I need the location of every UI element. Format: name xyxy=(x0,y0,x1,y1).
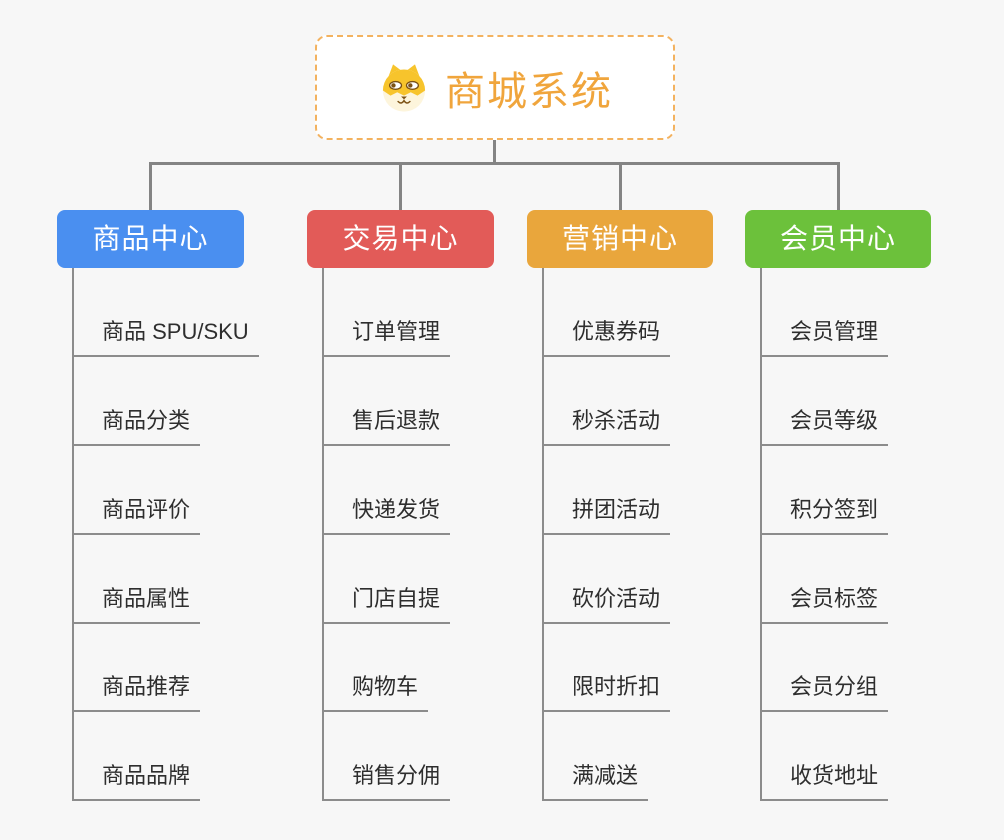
branch-drop-connector xyxy=(836,162,840,210)
leaf-node[interactable]: 商品品牌 xyxy=(72,761,201,801)
leaf-node[interactable]: 商品属性 xyxy=(72,584,201,624)
leaf-node[interactable]: 销售分佣 xyxy=(322,761,451,801)
branch-node[interactable]: 商品中心 xyxy=(57,210,244,268)
root-stem-connector xyxy=(493,140,496,164)
main-horizontal-connector xyxy=(149,162,840,165)
leaf-node[interactable]: 商品分类 xyxy=(72,406,201,446)
leaf-node[interactable]: 会员标签 xyxy=(760,584,889,624)
leaf-node[interactable]: 会员等级 xyxy=(760,406,889,446)
leaf-node[interactable]: 购物车 xyxy=(322,672,429,712)
branch-node[interactable]: 交易中心 xyxy=(307,210,494,268)
leaf-node[interactable]: 商品推荐 xyxy=(72,672,201,712)
leaf-node[interactable]: 收货地址 xyxy=(760,761,889,801)
leaf-node[interactable]: 会员分组 xyxy=(760,672,889,712)
leaf-node[interactable]: 优惠券码 xyxy=(542,317,671,357)
leaf-node[interactable]: 订单管理 xyxy=(322,317,451,357)
leaf-node[interactable]: 秒杀活动 xyxy=(542,406,671,446)
root-title: 商城系统 xyxy=(445,69,613,114)
leaf-node[interactable]: 拼团活动 xyxy=(542,495,671,535)
branch-node[interactable]: 会员中心 xyxy=(745,210,931,268)
leaf-node[interactable]: 售后退款 xyxy=(322,406,451,446)
leaf-node[interactable]: 门店自提 xyxy=(322,584,451,624)
leaf-node[interactable]: 会员管理 xyxy=(760,317,889,357)
leaf-node[interactable]: 快递发货 xyxy=(322,495,451,535)
leaf-node[interactable]: 限时折扣 xyxy=(542,672,671,712)
root-node[interactable]: 商城系统 xyxy=(315,35,675,140)
branch-node[interactable]: 营销中心 xyxy=(527,210,713,268)
branch-drop-connector xyxy=(618,162,622,210)
branch-drop-connector xyxy=(399,162,402,210)
leaf-node[interactable]: 商品评价 xyxy=(72,495,201,535)
branch-drop-connector xyxy=(149,162,152,210)
leaf-node[interactable]: 满减送 xyxy=(542,761,649,801)
leaf-node[interactable]: 砍价活动 xyxy=(542,584,671,624)
leaf-node[interactable]: 积分签到 xyxy=(760,495,889,535)
dog-face-icon xyxy=(377,61,431,115)
leaf-node[interactable]: 商品 SPU/SKU xyxy=(72,317,259,357)
